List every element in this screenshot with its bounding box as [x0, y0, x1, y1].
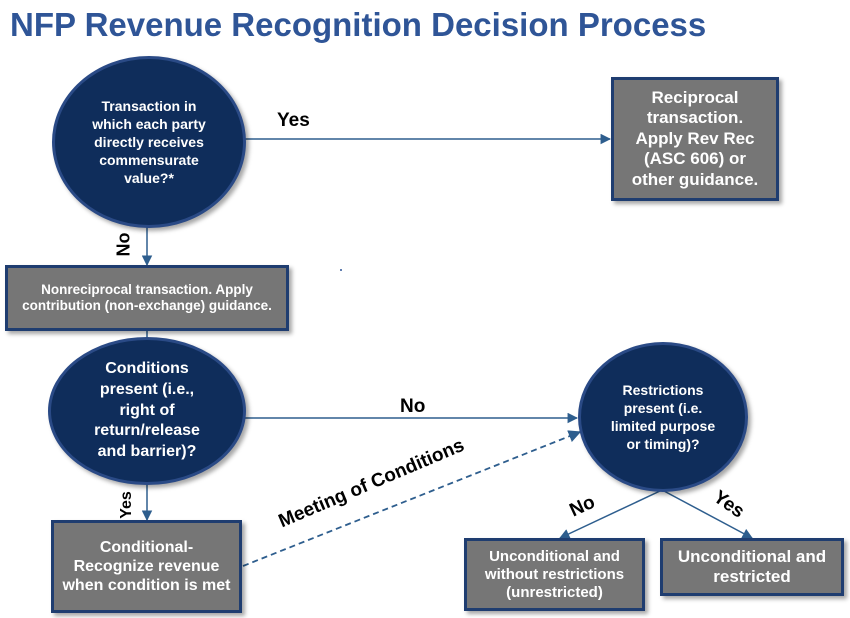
- decision-conditions-present-text: Conditions present (i.e., right of retur…: [94, 360, 200, 461]
- box-reciprocal-text: Reciprocal transaction. Apply Rev Rec (A…: [631, 88, 759, 189]
- decision-restrictions-present: Restrictions present (i.e. limited purpo…: [578, 342, 748, 492]
- arrow-yes-to-restricted: [663, 490, 753, 539]
- decision-restrictions-present-text: Restrictions present (i.e. limited purpo…: [610, 381, 716, 453]
- box-reciprocal: Reciprocal transaction. Apply Rev Rec (A…: [611, 77, 779, 201]
- decision-commensurate-value: Transaction in which each party directly…: [52, 56, 246, 228]
- label-yes-conditions: Yes: [117, 491, 135, 519]
- box-nonreciprocal-text: Nonreciprocal transaction. Apply contrib…: [22, 281, 272, 313]
- box-conditional-text: Conditional- Recognize revenue when cond…: [62, 538, 231, 595]
- box-unconditional-restricted-text: Unconditional and restricted: [677, 546, 827, 586]
- arrow-no-to-unrestricted: [559, 490, 661, 539]
- decision-conditions-present: Conditions present (i.e., right of retur…: [48, 337, 246, 485]
- box-unconditional-unrestricted-text: Unconditional and without restrictions (…: [484, 547, 625, 601]
- stray-dot: [340, 269, 342, 271]
- box-conditional: Conditional- Recognize revenue when cond…: [51, 520, 242, 613]
- label-no-middle: No: [400, 396, 426, 417]
- label-yes-top: Yes: [277, 110, 310, 131]
- box-unconditional-unrestricted: Unconditional and without restrictions (…: [464, 538, 645, 611]
- decision-commensurate-value-text: Transaction in which each party directly…: [92, 97, 206, 187]
- page-title: NFP Revenue Recognition Decision Process: [10, 6, 707, 43]
- box-nonreciprocal: Nonreciprocal transaction. Apply contrib…: [5, 265, 289, 331]
- box-unconditional-restricted: Unconditional and restricted: [660, 538, 844, 596]
- arrow-meeting-of-conditions: [242, 430, 582, 567]
- label-no-top: No: [113, 232, 134, 257]
